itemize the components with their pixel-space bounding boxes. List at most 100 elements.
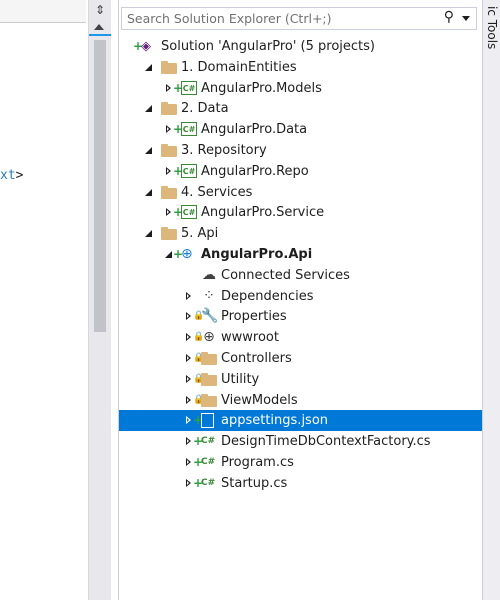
scrollbar-thumb[interactable] bbox=[94, 40, 106, 332]
tree-item-label: 1. DomainEntities bbox=[181, 60, 297, 75]
pending-add-icon: + bbox=[173, 81, 184, 95]
lock-icon: 🔒 bbox=[193, 311, 205, 321]
pending-add-icon: + bbox=[193, 434, 204, 448]
folder-icon bbox=[161, 144, 177, 157]
expand-arrow-icon[interactable] bbox=[163, 202, 175, 223]
collapse-arrow-icon[interactable] bbox=[143, 57, 155, 78]
collapse-arrow-icon[interactable] bbox=[143, 182, 155, 203]
tree-item-label: ViewModels bbox=[221, 393, 298, 408]
search-solution-explorer-input[interactable]: Search Solution Explorer (Ctrl+;) ⚲ bbox=[121, 7, 477, 30]
folder-icon bbox=[161, 61, 177, 74]
folder-icon bbox=[201, 352, 217, 365]
expand-arrow-icon[interactable] bbox=[183, 452, 195, 473]
tree-item[interactable]: +C#Startup.cs bbox=[119, 473, 483, 494]
tree-item[interactable]: 4. Services bbox=[119, 182, 483, 203]
tree-item[interactable]: +appsettings.json bbox=[119, 410, 483, 431]
pending-add-icon: + bbox=[173, 164, 184, 178]
collapse-arrow-icon[interactable] bbox=[163, 244, 175, 265]
globe-icon: ⊕ bbox=[203, 329, 215, 345]
tree-item[interactable]: +C# DesignTimeDbContextFactory.cs bbox=[119, 431, 483, 452]
expand-arrow-icon[interactable] bbox=[183, 327, 195, 348]
csharp-project-icon: C# bbox=[181, 164, 197, 178]
editor-nav-bar[interactable] bbox=[0, 0, 86, 23]
code-line: xt> bbox=[0, 168, 23, 183]
scroll-up-arrow-icon[interactable] bbox=[94, 24, 104, 30]
tree-item-label: 3. Repository bbox=[181, 143, 267, 158]
expand-arrow-icon[interactable] bbox=[183, 369, 195, 390]
tree-item[interactable]: +C#AngularPro.Service bbox=[119, 202, 483, 223]
collapse-arrow-icon[interactable] bbox=[143, 223, 155, 244]
lock-icon: 🔒 bbox=[193, 395, 205, 405]
tree-item[interactable]: 🔒Utility bbox=[119, 369, 483, 390]
tree-item-label: DesignTimeDbContextFactory.cs bbox=[221, 434, 431, 449]
tree-item[interactable]: ⁘Dependencies bbox=[119, 286, 483, 307]
tree-item-label: Connected Services bbox=[221, 268, 350, 283]
tree-item[interactable]: +C#AngularPro.Data bbox=[119, 119, 483, 140]
tree-item[interactable]: +C# Program.cs bbox=[119, 452, 483, 473]
tree-item-label: Properties bbox=[221, 309, 287, 324]
expand-arrow-icon[interactable] bbox=[163, 78, 175, 99]
scroll-position-marker bbox=[89, 34, 111, 36]
pending-add-icon: + bbox=[133, 39, 144, 53]
right-tool-strip: ic Tools bbox=[482, 0, 500, 600]
csharp-file-icon: C# bbox=[201, 457, 216, 467]
expand-arrow-icon[interactable] bbox=[183, 348, 195, 369]
csharp-file-icon: C# bbox=[201, 436, 216, 446]
diagnostic-tools-tab[interactable]: ic Tools bbox=[485, 6, 499, 50]
expand-arrow-icon[interactable] bbox=[183, 431, 195, 452]
expand-arrow-icon[interactable] bbox=[183, 410, 195, 431]
expand-arrow-icon[interactable] bbox=[183, 473, 195, 494]
lock-icon: 🔒 bbox=[193, 332, 205, 342]
tree-item-label: 2. Data bbox=[181, 101, 229, 116]
tree-item-label: wwwroot bbox=[221, 330, 279, 345]
csharp-project-icon: C# bbox=[181, 81, 197, 95]
folder-icon bbox=[161, 102, 177, 115]
search-placeholder: Search Solution Explorer (Ctrl+;) bbox=[127, 11, 332, 26]
tree-item[interactable]: 🔒 ViewModels bbox=[119, 390, 483, 411]
collapse-arrow-icon[interactable] bbox=[143, 98, 155, 119]
split-handle-icon[interactable]: ⇕ bbox=[94, 3, 106, 17]
pending-add-icon: + bbox=[193, 476, 204, 490]
expand-arrow-icon[interactable] bbox=[163, 119, 175, 140]
pending-add-icon: + bbox=[193, 455, 204, 469]
tree-item-label: Program.cs bbox=[221, 455, 294, 470]
tree-item[interactable]: +C#AngularPro.Repo bbox=[119, 161, 483, 182]
csharp-project-icon: C# bbox=[181, 122, 197, 136]
tree-item[interactable]: 🔒🔧Properties bbox=[119, 306, 483, 327]
tree-item-label: AngularPro.Api bbox=[201, 247, 313, 262]
json-file-icon bbox=[201, 413, 214, 428]
folder-icon bbox=[161, 227, 177, 240]
collapse-arrow-icon[interactable] bbox=[143, 140, 155, 161]
expand-arrow-icon[interactable] bbox=[183, 286, 195, 307]
wrench-icon: 🔧 bbox=[201, 308, 219, 324]
tree-item[interactable]: 2. Data bbox=[119, 98, 483, 119]
search-options-dropdown-icon[interactable] bbox=[462, 16, 470, 21]
tree-item-label: AngularPro.Service bbox=[201, 205, 325, 220]
tree-item[interactable]: 🔒Controllers bbox=[119, 348, 483, 369]
tree-item[interactable]: +◈ Solution 'AngularPro' (5 projects) bbox=[119, 36, 483, 57]
tree-item[interactable]: 1. DomainEntities bbox=[119, 57, 483, 78]
solution-icon: ◈ bbox=[141, 39, 151, 54]
tree-item[interactable]: 🔒⊕ wwwroot bbox=[119, 327, 483, 348]
tree-item-label: Solution 'AngularPro' (5 projects) bbox=[161, 39, 375, 54]
folder-icon bbox=[201, 373, 217, 386]
csharp-file-icon: C# bbox=[201, 478, 216, 488]
folder-icon bbox=[161, 186, 177, 199]
pending-add-icon: + bbox=[173, 247, 184, 261]
dependencies-icon: ⁘ bbox=[203, 288, 215, 304]
expand-arrow-icon[interactable] bbox=[183, 390, 195, 411]
tree-item[interactable]: ☁Connected Services bbox=[119, 265, 483, 286]
editor-scrollbar[interactable]: ⇕ bbox=[88, 0, 111, 600]
expand-arrow-icon[interactable] bbox=[163, 161, 175, 182]
code-editor-fragment: xt> bbox=[0, 0, 88, 600]
pending-add-icon: + bbox=[193, 413, 204, 427]
search-icon[interactable]: ⚲ bbox=[443, 9, 454, 25]
lock-icon: 🔒 bbox=[193, 353, 205, 363]
code-text: xt bbox=[0, 168, 16, 183]
tree-item-label: 5. Api bbox=[181, 226, 219, 241]
tree-item[interactable]: 3. Repository bbox=[119, 140, 483, 161]
tree-item[interactable]: 5. Api bbox=[119, 223, 483, 244]
tree-item[interactable]: +⊕AngularPro.Api bbox=[119, 244, 483, 265]
tree-item[interactable]: +C#AngularPro.Models bbox=[119, 78, 483, 99]
expand-arrow-icon[interactable] bbox=[183, 306, 195, 327]
